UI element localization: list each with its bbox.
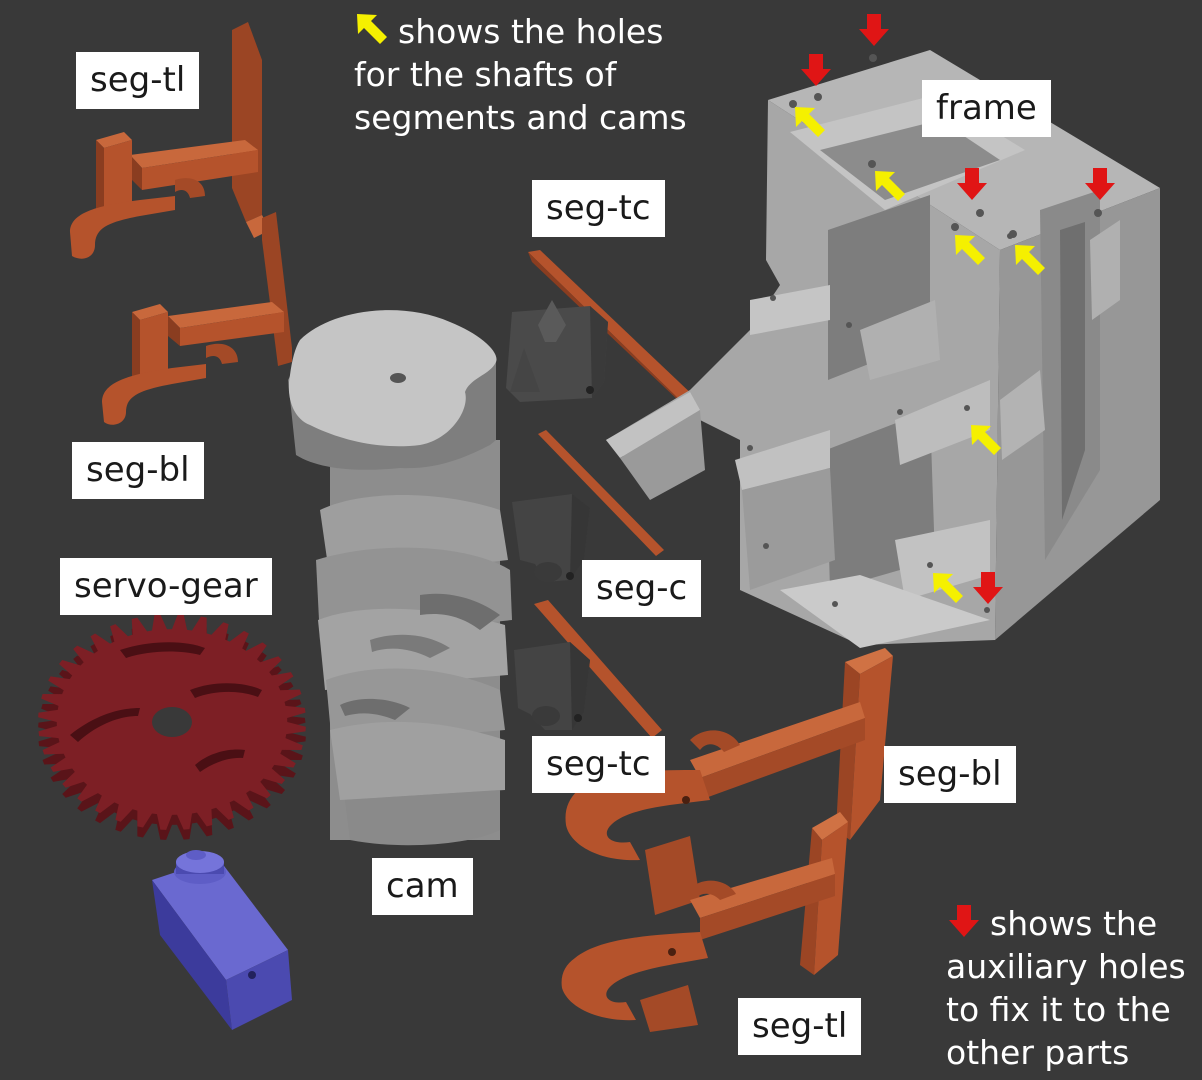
red-arrow-icon xyxy=(801,54,831,86)
gear-slot xyxy=(120,642,205,658)
legend-yellow-line: shows the holes xyxy=(398,12,664,51)
legend-yellow-line: segments and cams xyxy=(354,98,687,137)
label-cam: cam xyxy=(372,858,473,915)
legend-yellow-note: shows the holes for the shafts of segmen… xyxy=(354,10,687,139)
legend-red-line: to fix it to the xyxy=(946,990,1171,1029)
gear-center-hole xyxy=(152,707,192,737)
legend-red-line: shows the xyxy=(990,904,1158,943)
yellow-arrow-icon xyxy=(357,14,387,44)
label-seg-tl-top: seg-tl xyxy=(76,52,200,109)
segment-part-top-left xyxy=(70,22,270,259)
gear-slot xyxy=(190,683,262,698)
red-arrow-icon xyxy=(859,14,889,46)
label-seg-c: seg-c xyxy=(582,560,702,617)
label-servo-gear: servo-gear xyxy=(60,558,272,615)
servo-gear-part xyxy=(38,614,306,840)
segment-tc-part-bottom xyxy=(514,600,662,738)
legend-yellow-line: for the shafts of xyxy=(354,55,617,94)
legend-red-line: auxiliary holes xyxy=(946,947,1186,986)
gear-slot xyxy=(70,708,140,742)
label-seg-bl-top: seg-bl xyxy=(72,442,204,499)
segment-part-middle-left xyxy=(102,212,292,425)
label-frame: frame xyxy=(922,80,1051,137)
label-seg-tc-bottom: seg-tc xyxy=(532,736,665,793)
label-seg-tc-top: seg-tc xyxy=(532,180,665,237)
label-seg-tl-bottom: seg-tl xyxy=(738,998,862,1055)
label-seg-bl-bottom: seg-bl xyxy=(884,746,1016,803)
legend-red-note: shows the auxiliary holes to fix it to t… xyxy=(946,902,1186,1074)
cam-part xyxy=(288,310,512,846)
red-arrow-icon xyxy=(949,905,979,937)
segment-tc-part-top xyxy=(506,250,698,408)
segment-part-bottom-right-lower xyxy=(561,812,848,1032)
legend-red-line: other parts xyxy=(946,1033,1130,1072)
segment-c-part xyxy=(512,430,664,582)
gear-slot xyxy=(195,749,245,772)
servo-motor-part xyxy=(152,850,292,1030)
frame-part xyxy=(606,50,1160,648)
segment-part-bottom-right-upper xyxy=(565,648,893,915)
